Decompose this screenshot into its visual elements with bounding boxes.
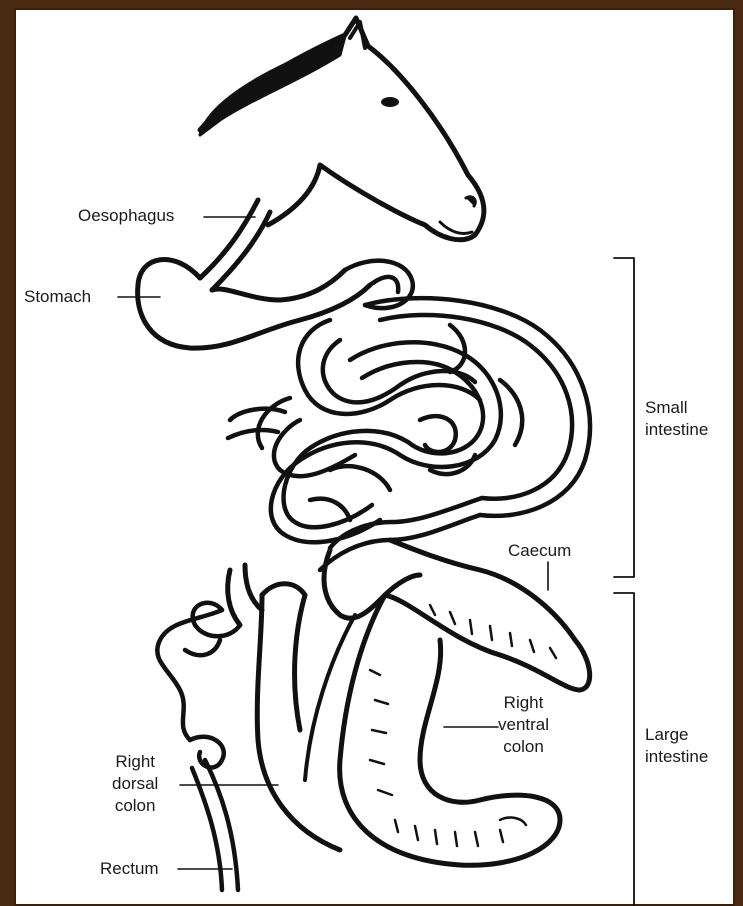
- label-large-intestine-line-1: Large: [645, 724, 708, 746]
- label-right-dorsal-colon-line-2: dorsal: [112, 773, 158, 795]
- label-right-dorsal-colon: Right dorsal colon: [112, 751, 158, 817]
- right-dorsal-colon-shape: [228, 565, 340, 850]
- small-intestine-bracket: [614, 258, 634, 577]
- label-small-intestine-line-2: intestine: [645, 419, 708, 441]
- oesophagus-tube: [200, 200, 270, 290]
- brackets: [614, 258, 634, 906]
- label-oesophagus: Oesophagus: [78, 205, 174, 227]
- label-large-intestine-line-2: intestine: [645, 746, 708, 768]
- stomach-shape: [138, 260, 370, 349]
- label-right-ventral-colon-line-1: Right: [498, 692, 549, 714]
- rectum-coils: [157, 603, 240, 890]
- label-right-ventral-colon: Right ventral colon: [498, 692, 549, 758]
- label-rectum: Rectum: [100, 858, 159, 880]
- horse-head: [200, 18, 484, 240]
- label-large-intestine: Large intestine: [645, 724, 708, 768]
- label-small-intestine-line-1: Small: [645, 397, 708, 419]
- label-small-intestine: Small intestine: [645, 397, 708, 441]
- label-right-dorsal-colon-line-1: Right: [112, 751, 158, 773]
- label-caecum: Caecum: [508, 540, 571, 562]
- label-right-ventral-colon-line-3: colon: [498, 736, 549, 758]
- caecum-shape: [324, 540, 590, 690]
- label-stomach: Stomach: [24, 286, 91, 308]
- small-intestine-coils: [228, 261, 590, 570]
- large-intestine-bracket: [614, 593, 634, 906]
- label-right-ventral-colon-line-2: ventral: [498, 714, 549, 736]
- label-right-dorsal-colon-line-3: colon: [112, 795, 158, 817]
